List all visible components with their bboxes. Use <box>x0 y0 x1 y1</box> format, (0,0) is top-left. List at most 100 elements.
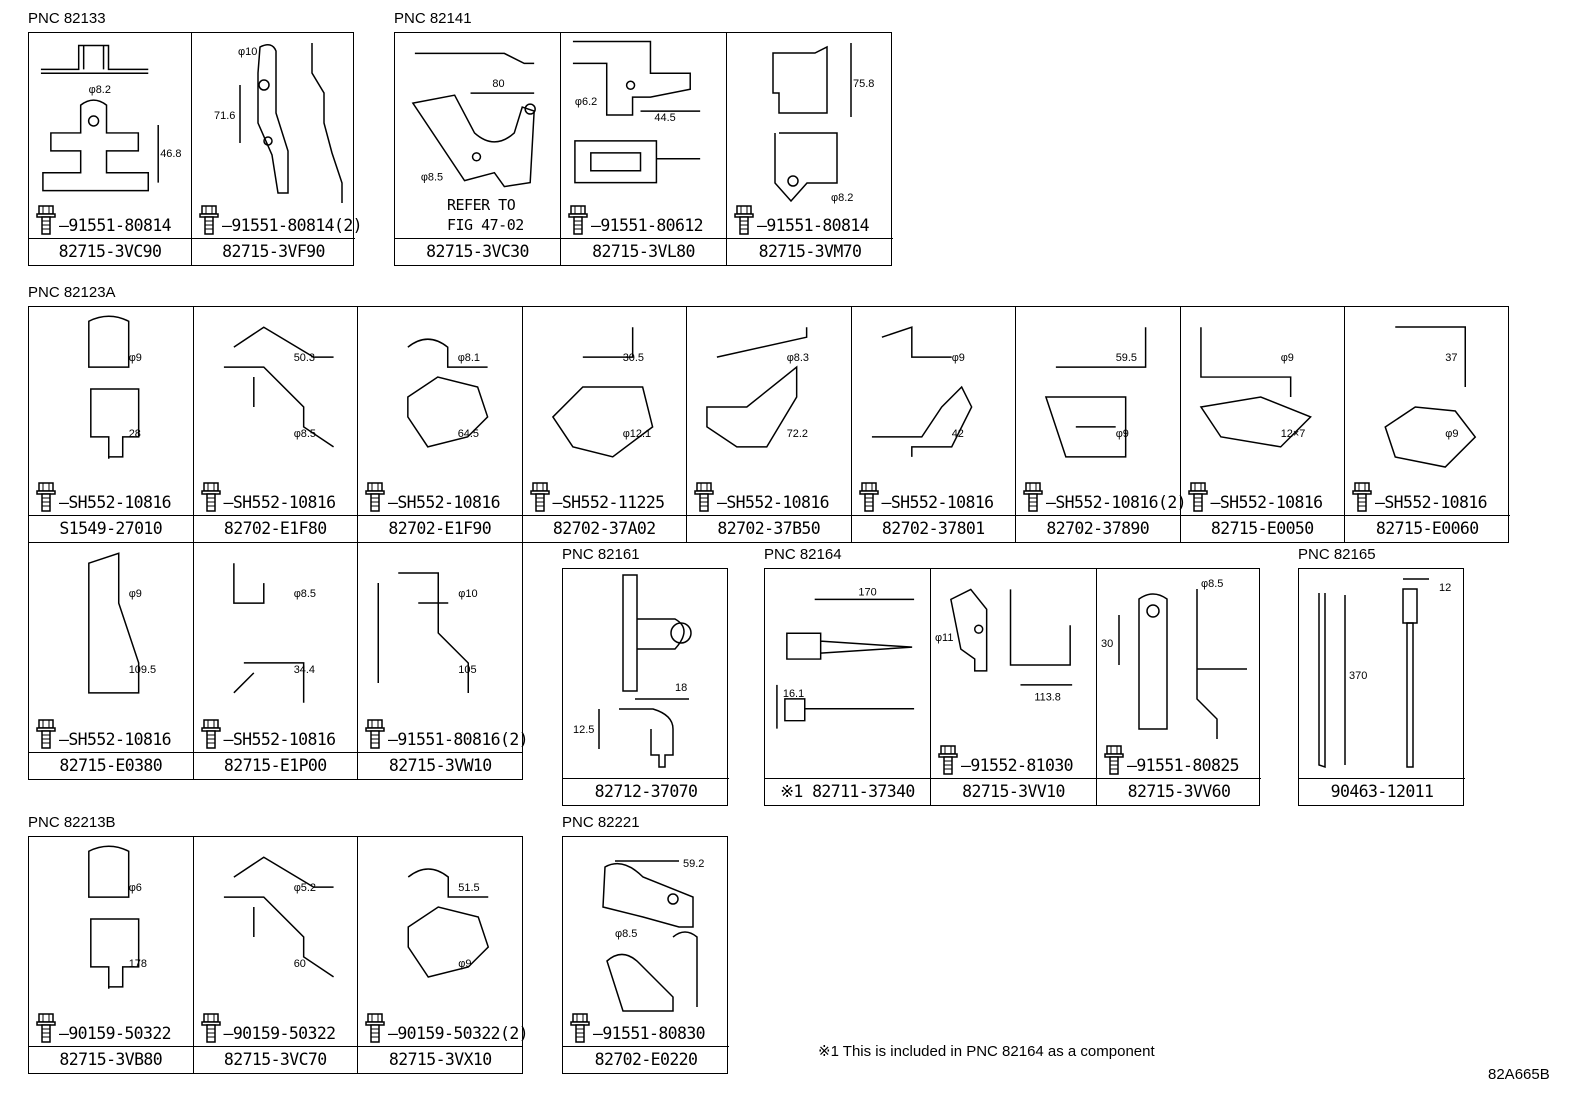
bolt-part-number: SH552-10816 <box>68 730 172 749</box>
bolt-icon <box>36 1013 56 1043</box>
bolt-part-number: 90159-50322 <box>68 1024 172 1043</box>
group-82221: 59.2 φ8.5 —91551-80830 82702-E0220 <box>562 836 729 1074</box>
clip-drawing: 170 16.1 <box>776 586 915 729</box>
bolt-part-number: 91551-80814 <box>766 216 870 235</box>
bolt-icon <box>568 205 588 235</box>
part-number: S1549-27010 <box>29 515 193 542</box>
svg-text:30: 30 <box>1101 638 1113 650</box>
svg-text:113.8: 113.8 <box>1034 692 1061 704</box>
part-number: 82715-E0060 <box>1345 515 1510 542</box>
bolt-part-number: 91551-80830 <box>602 1024 706 1043</box>
bolt-part-number: 91551-80814 <box>68 216 172 235</box>
bolt-part-number: SH552-10816 <box>1384 493 1488 512</box>
dimension-label: φ6 <box>129 882 142 894</box>
part-cell: φ6.2 44.5 —91551-80612 82715-3VL80 <box>561 33 727 265</box>
bolt-part-number: 90159-50322 <box>232 1024 336 1043</box>
pnc-label-82221: PNC 82221 <box>562 814 640 831</box>
svg-text:φ8.5: φ8.5 <box>615 928 637 940</box>
dimension-label: φ9 <box>1280 352 1293 364</box>
bracket-drawing: φ8.5 30 <box>1101 578 1247 739</box>
bolt-icon <box>1352 482 1372 512</box>
dimension-label: 30.5 <box>622 352 643 364</box>
dimension-label: 34.4 <box>293 664 314 676</box>
dimension-label: 72.2 <box>787 428 808 440</box>
dimension-label: 64.5 <box>458 428 479 440</box>
part-number: 82715-3VF90 <box>192 238 355 265</box>
clip-drawing: 18 12.5 <box>573 574 692 768</box>
part-number: 90463-12011 <box>1299 778 1465 805</box>
bracket-drawing: 59.2 φ8.5 <box>602 858 704 1012</box>
bolt-icon <box>1023 482 1043 512</box>
part-number: 82715-3VC90 <box>29 238 191 265</box>
group-82165: 12 370 90463-12011 <box>1298 568 1465 806</box>
bolt-icon <box>694 482 714 512</box>
bracket-drawing: φ6.2 44.5 <box>572 40 701 184</box>
bolt-part-number: SH552-10816(2) <box>1055 493 1187 512</box>
dimension-label: φ8.5 <box>293 588 315 600</box>
pnc-label-82141: PNC 82141 <box>394 10 472 27</box>
part-number: 82715-3VC70 <box>193 1046 357 1073</box>
bolt-part-number: — <box>59 216 69 235</box>
bolt-part-number: SH552-10816 <box>68 493 172 512</box>
dimension-label: φ9 <box>951 352 964 364</box>
bracket-drawing: φ8.5 34.4 <box>232 563 316 703</box>
bolt-part-number: SH552-10816 <box>232 730 336 749</box>
bracket-drawing: 50.3φ8.5 <box>223 326 334 448</box>
part-cell: 12 370 90463-12011 <box>1299 569 1465 805</box>
bolt-part-number: 91551-80612 <box>600 216 704 235</box>
dimension-label: φ8.5 <box>293 428 315 440</box>
dimension-label: φ12.1 <box>622 428 650 440</box>
dimension-label: φ8.1 <box>458 352 480 364</box>
dimension-label: φ9 <box>458 958 471 970</box>
dimension-label: φ8.3 <box>787 352 809 364</box>
svg-text:75.8: 75.8 <box>853 78 874 90</box>
dimension-label: φ10 <box>458 588 477 600</box>
bolt-icon <box>36 205 56 235</box>
part-number: 82715-3VL80 <box>561 238 726 265</box>
svg-text:18: 18 <box>675 682 687 694</box>
part-cell: 80 φ8.5 REFER TO FIG 47-02 82715-3VC30 <box>395 33 561 265</box>
bolt-part-number: 90159-50322(2) <box>397 1024 529 1043</box>
part-number: 82715-3VC30 <box>395 238 560 265</box>
bracket-drawing: φ10 105 <box>377 572 478 693</box>
svg-text:φ11: φ11 <box>935 632 953 644</box>
dimension-label: φ5.2 <box>293 882 315 894</box>
part-cell: φ10 71.6 —91551-80814(2) 82715-3VF90 <box>192 33 363 265</box>
svg-text:170: 170 <box>858 586 876 598</box>
bracket-drawing: φ10 71.6 <box>214 43 343 203</box>
bolt-icon <box>200 482 221 512</box>
part-number: 82715-3VX10 <box>358 1046 523 1073</box>
part-number: 82702-E1F90 <box>358 515 522 542</box>
svg-text:φ8.5: φ8.5 <box>1201 578 1223 590</box>
part-number: 82702-E1F80 <box>193 515 357 542</box>
svg-text:12: 12 <box>1439 582 1451 594</box>
bolt-icon <box>365 719 385 749</box>
bolt-icon <box>36 719 56 749</box>
refer-note: REFER TO FIG 47-02 <box>447 196 524 234</box>
bolt-part-number: 91551-80814(2) <box>231 216 363 235</box>
dimension-label: 105 <box>458 664 476 676</box>
svg-text:φ10: φ10 <box>238 46 257 58</box>
figure-code: 82A665B <box>1488 1066 1550 1083</box>
bracket-drawing: φ8.3 72.2 <box>706 327 809 448</box>
bracket-drawing: φ11 113.8 <box>935 588 1073 704</box>
part-number: 82702-37890 <box>1016 515 1180 542</box>
dimension-label: 42 <box>951 428 963 440</box>
bolt-icon <box>1104 745 1124 775</box>
part-number: 82702-37B50 <box>687 515 851 542</box>
part-number: 82712-37070 <box>563 778 729 805</box>
bolt-icon <box>36 482 56 512</box>
bolt-part-number: SH552-10816 <box>232 493 336 512</box>
part-number: 82715-E0380 <box>29 752 193 779</box>
